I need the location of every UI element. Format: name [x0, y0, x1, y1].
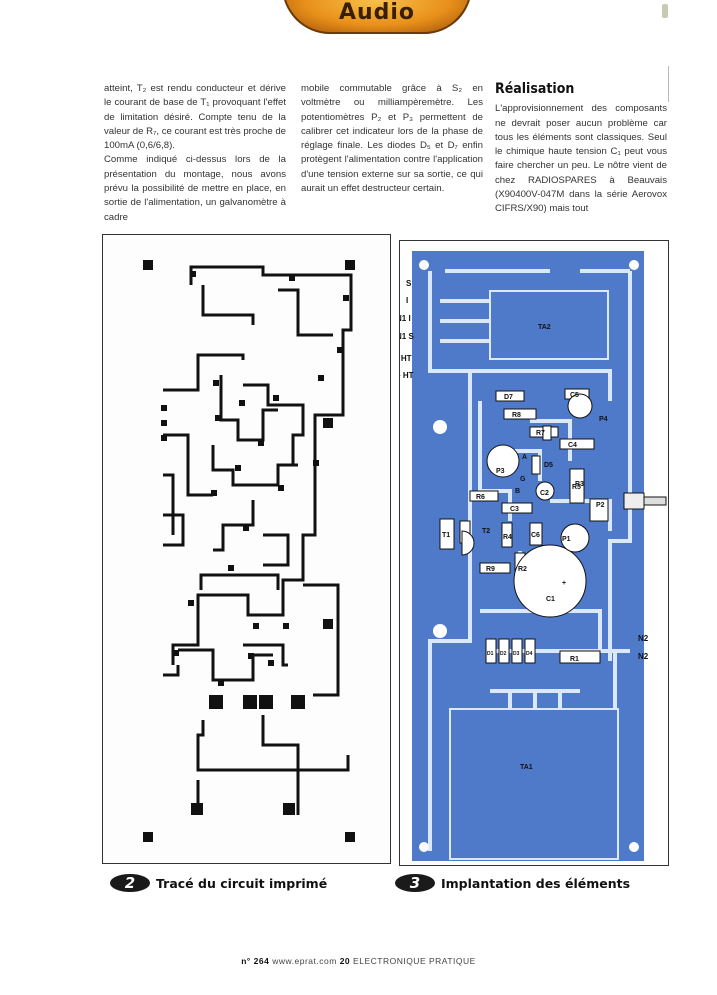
page-footer: n° 264 www.eprat.com 20 ELECTRONIQUE PRA… [0, 956, 717, 966]
margin-rule [668, 66, 669, 102]
component-label: R9 [486, 566, 495, 573]
component-label: D3 [513, 651, 520, 657]
section-label: Audio [338, 0, 416, 25]
website: www.eprat.com [272, 956, 337, 966]
component-label: D7 [504, 394, 513, 401]
component-label: R2 [518, 566, 527, 573]
paragraph: atteint, T₂ est rendu conducteur et déri… [104, 83, 286, 152]
connector-label: N1 S [400, 332, 414, 341]
component-label: R4 [503, 534, 512, 541]
component-layout-figure: S I N1 I N1 S - HT + HT N2 N2 TA2 D7 R8 … [399, 240, 669, 866]
paragraph: L'approvisionnement des composants ne de… [495, 103, 667, 215]
component-label: C3 [510, 506, 519, 513]
figure-number-badge: 2 [110, 874, 150, 892]
component-label: P1 [562, 536, 571, 543]
figure-3-caption: 3 Implantation des éléments [395, 872, 630, 894]
component-label: R7 [536, 430, 545, 437]
component-label: P4 [599, 416, 608, 423]
pcb-trace-figure [102, 234, 391, 864]
component-label: A [522, 454, 527, 461]
text-column-3: Réalisation L'approvisionnement des comp… [495, 82, 667, 217]
magazine-name: ELECTRONIQUE PRATIQUE [353, 956, 476, 966]
component-label: P3 [496, 468, 505, 475]
component-label: D1 [487, 651, 494, 657]
component-label: D4 [526, 651, 533, 657]
issue-number: n° 264 [241, 956, 270, 966]
component-label: TA1 [520, 764, 533, 771]
component-label: B [515, 488, 520, 495]
component-label: D5 [544, 462, 553, 469]
paragraph: mobile commutable grâce à S₂ en voltmètr… [301, 83, 483, 195]
figure-caption-text: Implantation des éléments [441, 875, 631, 891]
component-label: C6 [531, 532, 540, 539]
text-column-1: atteint, T₂ est rendu conducteur et déri… [104, 82, 286, 225]
component-label: T2 [482, 528, 490, 535]
connector-label: N2 [638, 634, 649, 643]
component-label: R5 [572, 484, 581, 491]
component-label: C2 [540, 490, 549, 497]
connector-label: I [406, 296, 408, 305]
component-label: TA2 [538, 324, 551, 331]
page-number: 20 [339, 956, 351, 966]
paragraph: Comme indiqué ci-dessus lors de la prése… [104, 154, 286, 223]
component-layout-drawing: S I N1 I N1 S - HT + HT N2 N2 TA2 D7 R8 … [400, 251, 667, 861]
component-label: T1 [442, 532, 450, 539]
connector-label: + HT [400, 371, 414, 380]
component-label: C1 [546, 596, 555, 603]
registration-mark [662, 4, 668, 18]
pcb-trace-drawing [143, 260, 355, 842]
component-label: R6 [476, 494, 485, 501]
component-label: R1 [570, 656, 579, 663]
component-label: P2 [596, 502, 605, 509]
component-label: D2 [500, 651, 507, 657]
text-column-2: mobile commutable grâce à S₂ en voltmètr… [301, 82, 483, 196]
figure-2-caption: 2 Tracé du circuit imprimé [110, 872, 327, 894]
connector-label: N1 I [400, 314, 411, 323]
connector-label: - HT [400, 354, 412, 363]
connector-label: N2 [638, 652, 649, 661]
section-banner: Audio [282, 0, 472, 34]
section-heading: Réalisation [495, 81, 575, 97]
component-label: C5 [570, 392, 579, 399]
component-label: R8 [512, 412, 521, 419]
component-label: C4 [568, 442, 577, 449]
component-label: R3 [575, 481, 584, 488]
figure-number-badge: 3 [395, 874, 435, 892]
figure-caption-text: Tracé du circuit imprimé [156, 875, 328, 891]
component-label: G [520, 476, 526, 483]
component-label: + [562, 580, 566, 587]
connector-label: S [406, 279, 412, 288]
